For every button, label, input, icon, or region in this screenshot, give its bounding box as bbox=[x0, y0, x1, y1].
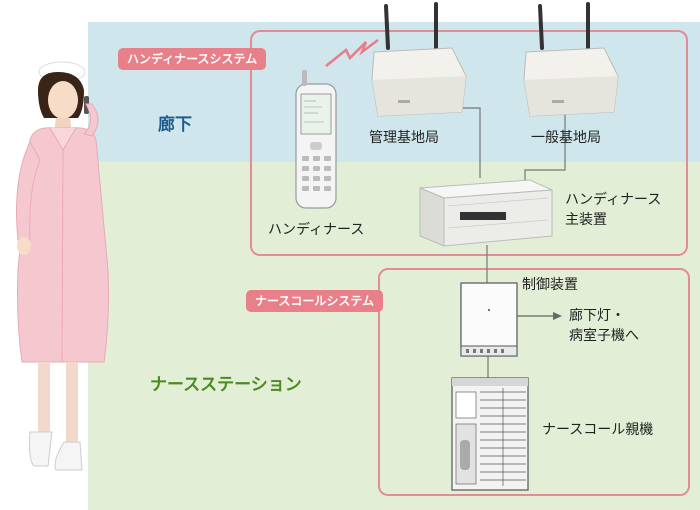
management-base-station-icon bbox=[371, 2, 467, 117]
handy-nurse-main-unit-icon bbox=[419, 179, 553, 247]
control-unit-icon bbox=[460, 282, 518, 357]
main-unit-label-line1: ハンディナース bbox=[565, 192, 662, 208]
general-base-label: 一般基地局 bbox=[531, 130, 601, 146]
handy-nurse-phone-icon bbox=[295, 70, 337, 209]
nurse-call-master-icon bbox=[451, 377, 529, 491]
line-general-to-main bbox=[524, 108, 566, 180]
output-label-line1: 廊下灯・ bbox=[569, 308, 625, 324]
corridor-label: 廊下 bbox=[158, 115, 192, 135]
nurse-figure bbox=[16, 61, 109, 471]
handy-nurse-system-frame bbox=[250, 30, 688, 256]
nurse-station-zone bbox=[88, 162, 700, 510]
nurse-call-system-badge: ナースコールシステム bbox=[246, 290, 384, 312]
general-base-station-icon bbox=[523, 2, 619, 117]
nurse-call-master-label: ナースコール親機 bbox=[542, 422, 654, 438]
output-arrow bbox=[517, 312, 562, 320]
wireless-signal-icon bbox=[325, 39, 379, 67]
control-unit-label: 制御装置 bbox=[522, 277, 578, 293]
handy-nurse-system-badge: ハンディナースシステム bbox=[118, 48, 267, 70]
nurse-station-label: ナースステーション bbox=[150, 375, 302, 395]
management-base-label: 管理基地局 bbox=[369, 130, 439, 146]
output-label-line2: 病室子機へ bbox=[569, 328, 639, 344]
main-unit-label-line2: 主装置 bbox=[565, 212, 607, 228]
handy-nurse-phone-label: ハンディナース bbox=[268, 222, 365, 238]
nurse-call-system-frame bbox=[378, 268, 690, 496]
